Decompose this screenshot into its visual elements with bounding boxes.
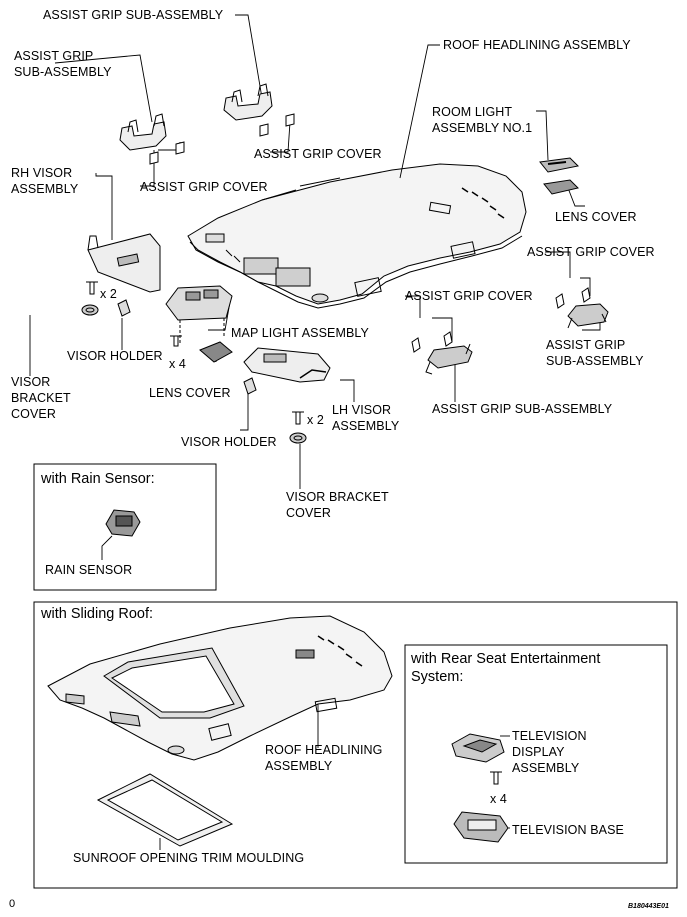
roof-headlining-lower (47, 615, 393, 761)
label-visor-bracket-cover-left: VISOR BRACKET COVER (11, 375, 71, 421)
rain-sensor-box (33, 463, 217, 591)
television-display-assembly (451, 733, 505, 763)
label-map-light-assembly: MAP LIGHT ASSEMBLY (231, 326, 369, 340)
rain-sensor (105, 509, 141, 537)
label-roof-headlining-assembly-lower: ROOF HEADLINING ASSEMBLY (265, 743, 383, 773)
roof-headlining-main (187, 163, 527, 309)
figure-code: B180443E01 (628, 903, 669, 910)
assist-grip-cover-top-left (149, 141, 185, 165)
map-light-assembly (165, 285, 233, 344)
label-lens-cover-right: LENS COVER (555, 210, 637, 224)
sliding-roof-box-title: with Sliding Roof: (41, 606, 154, 622)
label-room-light-assembly: ROOM LIGHT ASSEMBLY NO.1 (432, 105, 533, 135)
rain-sensor-box-title: with Rain Sensor: (41, 471, 155, 487)
label-assist-grip-sub-assembly-right: ASSIST GRIP SUB-ASSEMBLY (546, 338, 644, 368)
assist-grip-top-mid (223, 83, 273, 121)
room-light-assembly (539, 157, 580, 173)
label-lh-visor-assembly: LH VISOR ASSEMBLY (332, 403, 400, 433)
assist-grip-cover-mid (411, 331, 453, 353)
label-sunroof-opening-trim-moulding: SUNROOF OPENING TRIM MOULDING (73, 851, 305, 865)
assist-grip-top-left (119, 113, 167, 151)
visor-holder-right (243, 377, 257, 395)
assist-grip-sub-assembly-right (567, 303, 609, 329)
label-x4-tv: x 4 (490, 792, 507, 806)
screw-map (170, 335, 182, 347)
label-x4-map: x 4 (169, 357, 186, 371)
screw-rh (86, 281, 98, 295)
assist-grip-cover-right (555, 287, 591, 309)
lens-cover-right (543, 179, 579, 195)
rear-seat-box (404, 644, 668, 864)
label-assist-grip-sub-assembly-left: ASSIST GRIP SUB-ASSEMBLY (14, 49, 112, 79)
television-base (453, 811, 509, 843)
label-lens-cover-mid: LENS COVER (149, 386, 231, 400)
label-assist-grip-cover-mid: ASSIST GRIP COVER (405, 289, 533, 303)
label-x2-left: x 2 (100, 287, 117, 301)
lens-cover-mid (199, 341, 233, 363)
label-roof-headlining-assembly: ROOF HEADLINING ASSEMBLY (443, 38, 631, 52)
label-assist-grip-sub-assembly-mid: ASSIST GRIP SUB-ASSEMBLY (432, 402, 613, 416)
screw-tv (490, 771, 502, 785)
label-x2-right: x 2 (307, 413, 324, 427)
lh-visor-assembly (243, 347, 331, 383)
label-assist-grip-sub-assembly-top: ASSIST GRIP SUB-ASSEMBLY (43, 8, 224, 22)
visor-holder-left (117, 299, 131, 317)
rh-visor-assembly (87, 233, 161, 293)
label-rain-sensor: RAIN SENSOR (45, 563, 133, 577)
assist-grip-sub-assembly-mid (425, 343, 473, 375)
label-television-base: TELEVISION BASE (512, 823, 624, 837)
sunroof-opening-trim-moulding (96, 773, 234, 847)
label-visor-bracket-cover-right: VISOR BRACKET COVER (286, 490, 389, 520)
assist-grip-cover-top-mid (259, 113, 295, 137)
label-assist-grip-cover-left: ASSIST GRIP COVER (140, 180, 268, 194)
rear-seat-box-title: with Rear Seat Entertainment System: (411, 651, 601, 685)
label-rh-visor-assembly: RH VISOR ASSEMBLY (11, 166, 79, 196)
label-visor-holder-left: VISOR HOLDER (67, 349, 163, 363)
label-assist-grip-cover-top: ASSIST GRIP COVER (254, 147, 382, 161)
sliding-roof-box (33, 601, 678, 889)
label-assist-grip-cover-right: ASSIST GRIP COVER (527, 245, 655, 259)
page-number: 0 (9, 898, 16, 910)
visor-bracket-cover-right (289, 432, 307, 444)
visor-bracket-cover-left (81, 304, 99, 316)
label-visor-holder-right: VISOR HOLDER (181, 435, 277, 449)
screw-lh (292, 411, 304, 425)
label-television-display-assembly: TELEVISION DISPLAY ASSEMBLY (512, 729, 587, 775)
